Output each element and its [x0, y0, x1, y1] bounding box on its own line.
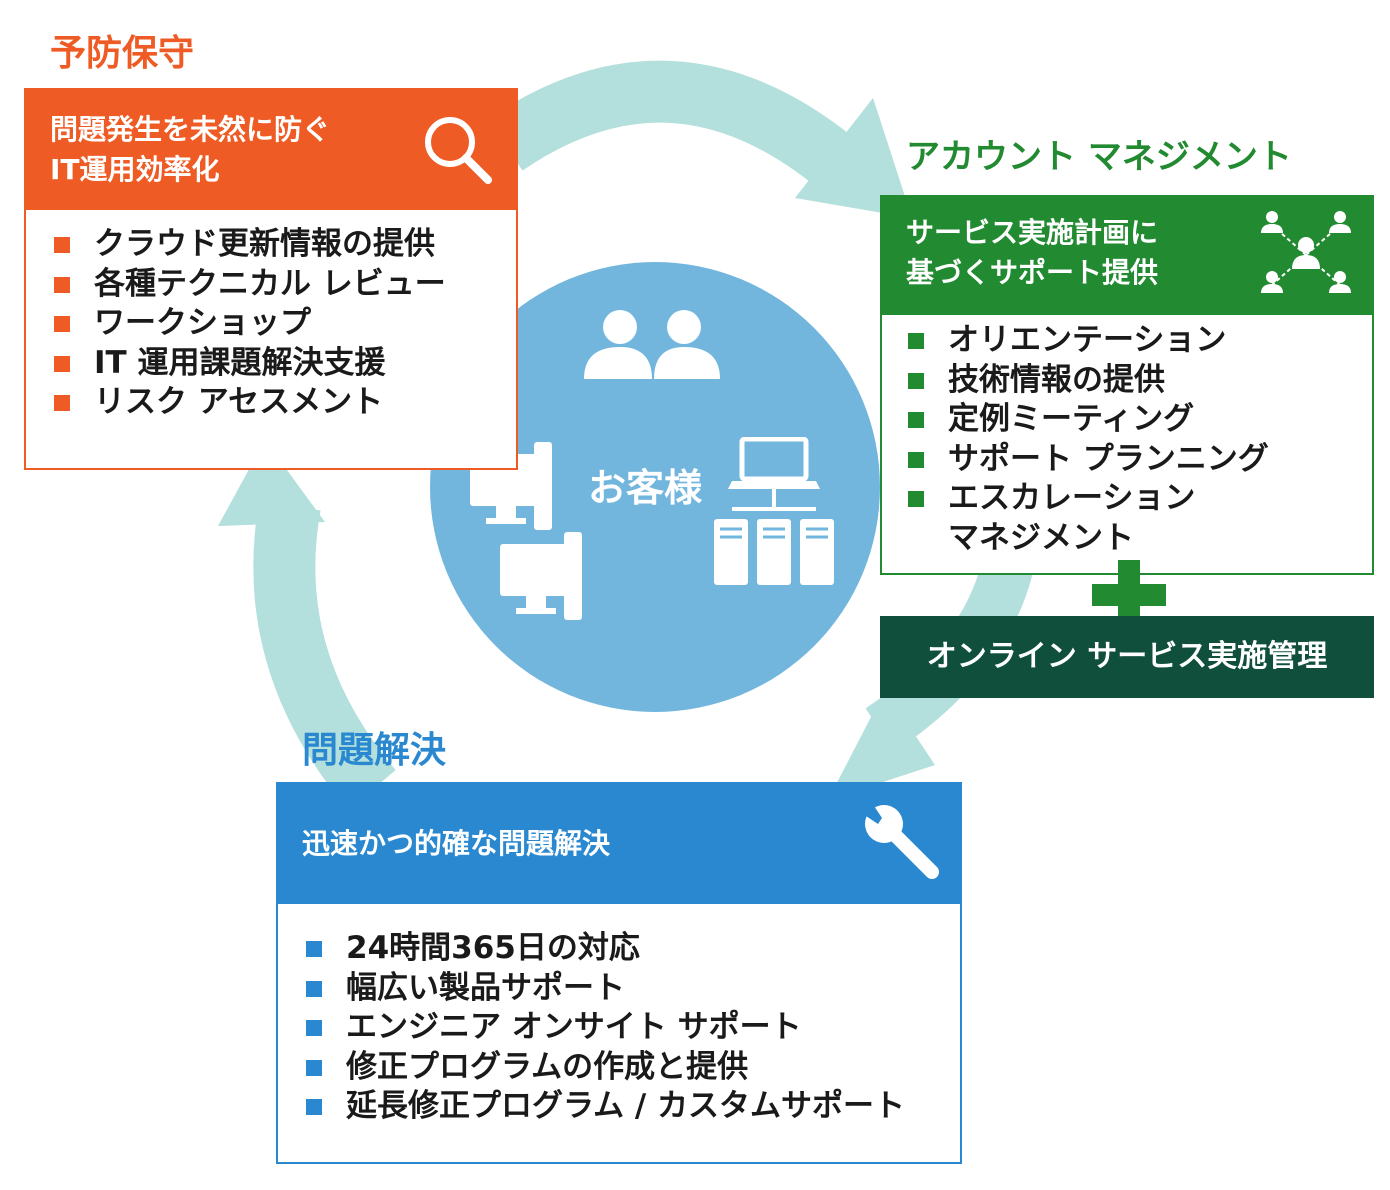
preventive-header-line: IT運用効率化: [50, 153, 220, 186]
arrow-left: [253, 499, 396, 811]
list-item: 24時間365日の対応: [306, 929, 905, 969]
list-item: リスク アセスメント: [54, 383, 446, 423]
online-service-bar: オンライン サービス実施管理: [880, 616, 1374, 698]
account-title: アカウント マネジメント: [906, 137, 1292, 177]
list-item: 技術情報の提供: [908, 361, 1269, 401]
list-item: 修正プログラムの作成と提供: [306, 1048, 905, 1088]
account-header-line: サービス実施計画に: [906, 216, 1159, 249]
list-item: IT 運用課題解決支援: [54, 344, 446, 384]
account-header-text: サービス実施計画に 基づくサポート提供: [906, 213, 1158, 293]
customer-label: お客様: [588, 466, 703, 510]
arrow-top-head: [795, 98, 912, 218]
preventive-title: 予防保守: [50, 33, 195, 74]
arrow-right-head: [828, 690, 935, 800]
people-network-icon: [1261, 211, 1351, 293]
account-header: サービス実施計画に 基づくサポート提供: [880, 195, 1374, 315]
preventive-list: クラウド更新情報の提供 各種テクニカル レビュー ワークショップ IT 運用課題…: [54, 225, 446, 423]
account-box: サービス実施計画に 基づくサポート提供 オリエンテーション 技術情報の提供 定例…: [880, 195, 1374, 575]
resolution-list: 24時間365日の対応 幅広い製品サポート エンジニア オンサイト サポート 修…: [306, 929, 905, 1127]
list-item: オリエンテーション: [908, 321, 1269, 361]
laptop-servers-icon: [714, 437, 834, 585]
wrench-icon: [865, 805, 939, 879]
people-icon: [584, 310, 720, 379]
magnifier-icon: [425, 117, 492, 184]
list-item: ワークショップ: [54, 304, 446, 344]
preventive-box: 問題発生を未然に防ぐ IT運用効率化 クラウド更新情報の提供 各種テクニカル レ…: [24, 88, 518, 470]
list-item: 定例ミーティング: [908, 400, 1269, 440]
preventive-header-line: 問題発生を未然に防ぐ: [50, 113, 331, 146]
list-item: クラウド更新情報の提供: [54, 225, 446, 265]
account-list: オリエンテーション 技術情報の提供 定例ミーティング サポート プランニング エ…: [908, 321, 1269, 558]
list-item: 各種テクニカル レビュー: [54, 265, 446, 305]
arrow-top: [487, 60, 871, 199]
resolution-box: 迅速かつ的確な問題解決 24時間365日の対応 幅広い製品サポート エンジニア …: [276, 782, 962, 1164]
list-item: サポート プランニング: [908, 440, 1269, 480]
resolution-title: 問題解決: [302, 730, 447, 771]
list-item: 幅広い製品サポート: [306, 969, 905, 1009]
resolution-header: 迅速かつ的確な問題解決: [276, 782, 962, 904]
preventive-header: 問題発生を未然に防ぐ IT運用効率化: [24, 88, 518, 210]
arrow-left-head: [218, 440, 325, 526]
list-item: 延長修正プログラム / カスタムサポート: [306, 1087, 905, 1127]
list-item: エスカレーション マネジメント: [908, 479, 1269, 558]
list-item: エンジニア オンサイト サポート: [306, 1008, 905, 1048]
plus-icon-vertical: [1118, 560, 1140, 630]
resolution-header-text: 迅速かつ的確な問題解決: [302, 827, 611, 860]
account-header-line: 基づくサポート提供: [906, 256, 1159, 289]
preventive-header-text: 問題発生を未然に防ぐ IT運用効率化: [50, 110, 330, 190]
